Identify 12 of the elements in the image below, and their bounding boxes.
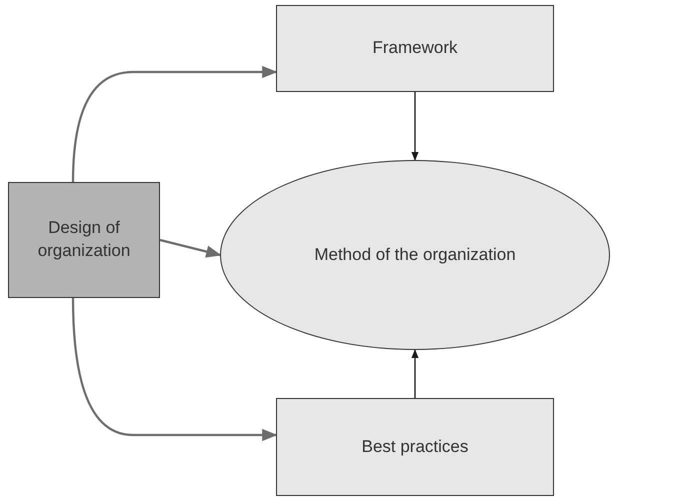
design-box [8, 182, 160, 298]
node-label: Design of organization [36, 217, 132, 262]
framework-box [276, 5, 554, 92]
arrow [72, 66, 278, 182]
arrow [411, 92, 419, 161]
arrow [160, 238, 222, 258]
arrow [72, 298, 278, 442]
node-label: Best practices [360, 436, 470, 458]
node-label: Framework [371, 37, 458, 60]
arrow [411, 349, 419, 398]
practices-box [276, 398, 554, 496]
node-label: Method of the organization [313, 244, 517, 266]
